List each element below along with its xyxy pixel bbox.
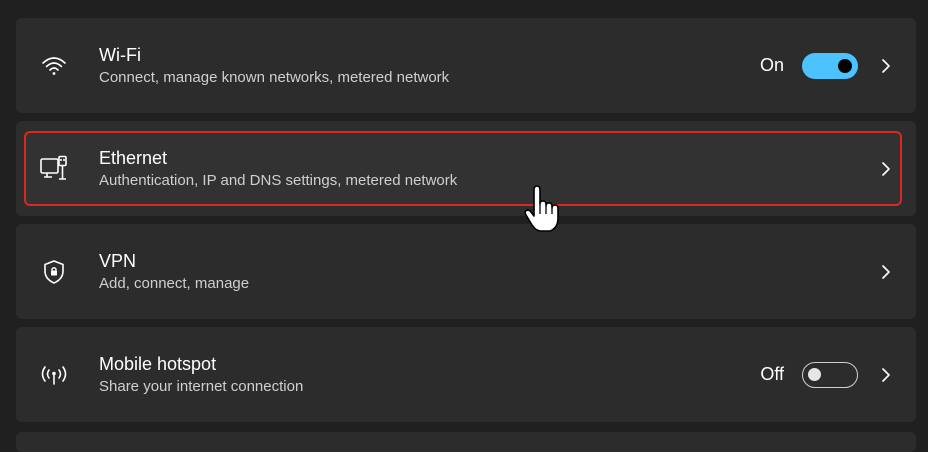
ethernet-icon bbox=[38, 153, 70, 185]
ethernet-title: Ethernet bbox=[99, 147, 168, 168]
wifi-card[interactable]: Wi-Fi Connect, manage known networks, me… bbox=[16, 18, 916, 113]
wifi-icon bbox=[38, 50, 70, 82]
ethernet-chevron-right-icon[interactable] bbox=[880, 160, 892, 178]
wifi-subtitle: Connect, manage known networks, metered … bbox=[99, 68, 450, 86]
wifi-state-label: On bbox=[759, 55, 784, 75]
ethernet-subtitle: Authentication, IP and DNS settings, met… bbox=[99, 171, 458, 189]
ethernet-controls bbox=[880, 160, 892, 178]
mobile-hotspot-toggle-knob bbox=[808, 367, 821, 381]
vpn-card[interactable]: VPN Add, connect, manage bbox=[16, 224, 916, 319]
wifi-chevron-right-icon[interactable] bbox=[880, 57, 892, 75]
mobile-hotspot-subtitle: Share your internet connection bbox=[99, 377, 304, 395]
vpn-controls bbox=[880, 263, 892, 281]
next-card-partial bbox=[16, 432, 916, 452]
mobile-hotspot-text: Mobile hotspot Share your internet conne… bbox=[99, 353, 303, 397]
vpn-chevron-right-icon[interactable] bbox=[880, 263, 892, 281]
vpn-shield-icon bbox=[38, 256, 70, 288]
vpn-subtitle: Add, connect, manage bbox=[99, 274, 250, 292]
network-settings-list: Wi-Fi Connect, manage known networks, me… bbox=[16, 18, 916, 430]
vpn-title: VPN bbox=[99, 250, 137, 271]
mobile-hotspot-chevron-right-icon[interactable] bbox=[880, 366, 892, 384]
wifi-toggle-knob bbox=[838, 58, 852, 73]
wifi-controls: On bbox=[759, 52, 892, 79]
mobile-hotspot-title: Mobile hotspot bbox=[99, 353, 217, 374]
mobile-hotspot-toggle[interactable] bbox=[802, 361, 858, 388]
wifi-text: Wi-Fi Connect, manage known networks, me… bbox=[99, 44, 449, 88]
mobile-hotspot-controls: Off bbox=[760, 361, 892, 388]
mobile-hotspot-state-label: Off bbox=[760, 364, 784, 384]
mobile-hotspot-card[interactable]: Mobile hotspot Share your internet conne… bbox=[16, 327, 916, 422]
wifi-toggle[interactable] bbox=[802, 52, 858, 79]
ethernet-card[interactable]: Ethernet Authentication, IP and DNS sett… bbox=[16, 121, 916, 216]
wifi-title: Wi-Fi bbox=[99, 44, 141, 65]
vpn-text: VPN Add, connect, manage bbox=[99, 250, 249, 294]
mobile-hotspot-icon bbox=[38, 359, 70, 391]
ethernet-text: Ethernet Authentication, IP and DNS sett… bbox=[99, 147, 457, 191]
